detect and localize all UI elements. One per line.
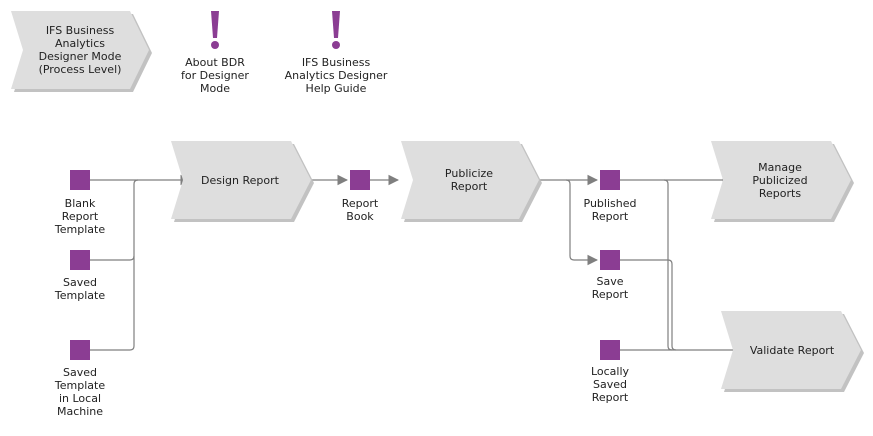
connector-local-template-to-design [90,256,135,351]
process-validate-report[interactable] [721,311,864,392]
connector-publicize-to-save-report [565,179,599,266]
exclamation-icon[interactable] [332,11,340,49]
object-blank-report-template[interactable] [70,170,90,190]
process-level-chevron[interactable] [11,11,152,92]
connectors [90,174,747,356]
object-report-book[interactable] [350,170,370,190]
design-report-label: Design Report [201,174,279,187]
validate-report-label: Validate Report [749,344,835,357]
process-design-report[interactable] [171,141,314,222]
connector-published-to-validate [663,179,673,351]
process-manage-publicized-reports[interactable] [711,141,854,222]
object-published-report[interactable] [600,170,620,190]
object-saved-template-local[interactable] [70,340,90,360]
exclamation-icon[interactable] [211,11,219,49]
object-save-report[interactable] [600,250,620,270]
object-saved-template[interactable] [70,250,90,270]
process-publicize-report[interactable] [401,141,542,222]
object-locally-saved-report[interactable] [600,340,620,360]
